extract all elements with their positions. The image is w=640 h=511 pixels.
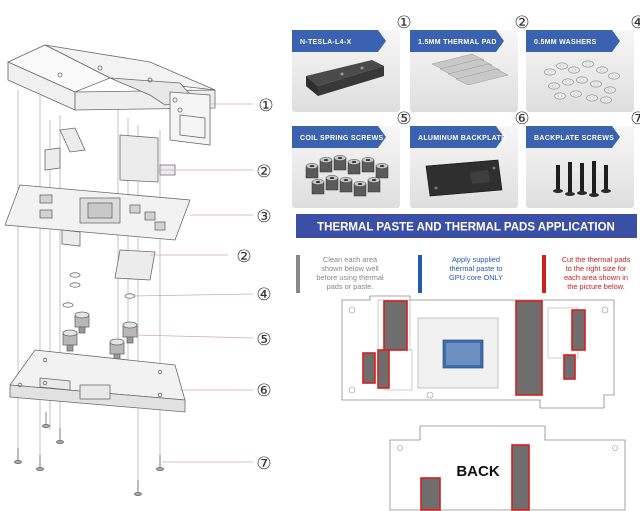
part-label-bg [526, 126, 620, 148]
instruction-text-line: thermal paste to [450, 264, 503, 273]
part-illustration [431, 53, 509, 86]
part-illustration [553, 161, 611, 197]
thermal-pad-area [515, 300, 543, 396]
part-number: ⑦ [630, 109, 640, 129]
backplate-screws-drawing [14, 412, 164, 496]
front-pcb-diagram [341, 295, 615, 409]
part-label: N-TESLA-L4-X [300, 39, 351, 46]
instruction-text-line: to the right size for [566, 264, 627, 273]
instruction-text-line: GPU core ONLY [449, 273, 503, 282]
part-card: N-TESLA-L4-X ① [292, 13, 412, 112]
part-label-bg [410, 126, 504, 148]
callout-number: ② [236, 247, 251, 267]
instruction-text-line: Cut the thermal pads [562, 255, 631, 264]
callout-number: ⑥ [256, 381, 271, 401]
back-pcb-outline [389, 425, 626, 511]
instruction-text-line: each area shown in [564, 273, 628, 282]
part-number: ④ [630, 13, 640, 33]
part-label-bg [410, 30, 504, 52]
part-number: ① [396, 13, 411, 33]
back-label: BACK [456, 463, 499, 480]
instruction-text-line: before using thermal [316, 273, 384, 282]
instruction-color-bar [542, 255, 546, 293]
callout-number: ① [258, 96, 273, 116]
instruction-color-bar [296, 255, 300, 293]
washers-drawing [62, 272, 136, 308]
back-thermal-pad-area [420, 477, 441, 511]
part-illustration [544, 60, 620, 104]
thermal-pad-area [377, 349, 390, 389]
gpu-core-highlight [446, 343, 480, 365]
thermal-pads-drawing [44, 127, 176, 183]
spring-screws-drawing [62, 311, 138, 361]
part-illustration [425, 159, 503, 197]
part-number: ⑥ [514, 109, 529, 129]
callout-number: ④ [256, 285, 271, 305]
part-label-bg [526, 30, 620, 52]
part-label-bg [292, 30, 386, 52]
part-label-bg [292, 126, 386, 148]
part-card: 0.5MM WASHERS ④ [526, 13, 640, 112]
part-card: COIL SPRING SCREWS ⑤ [292, 109, 412, 208]
part-card: 1.5MM THERMAL PAD ② [410, 13, 530, 112]
callout-number: ⑤ [256, 330, 271, 350]
water-block-drawing [7, 44, 216, 146]
back-pcb-diagram: BACK [389, 425, 626, 511]
backplate-drawing [9, 349, 186, 413]
part-label: BACKPLATE SCREWS [534, 135, 614, 142]
instruction-text-line: Apply supplied [452, 255, 500, 264]
part-card: ALUMINUM BACKPLATE ⑥ [410, 109, 530, 208]
part-label: COIL SPRING SCREWS [300, 135, 383, 142]
part-number: ② [514, 13, 529, 33]
thermal-pad-area [563, 354, 576, 380]
thermal-pad-area [362, 352, 376, 384]
callout-number: ② [256, 162, 271, 182]
back-thermal-pad-area [511, 444, 530, 511]
part-number: ⑤ [396, 109, 411, 129]
instruction-text-line: the picture below. [567, 282, 625, 291]
pcb-drawing [4, 184, 191, 241]
section-header: THERMAL PASTE AND THERMAL PADS APPLICATI… [296, 214, 637, 238]
instruction-text-line: Clean each area [323, 255, 378, 264]
thermal-pad-area [383, 300, 408, 351]
thermal-pad-area [571, 309, 586, 351]
part-label: 0.5MM WASHERS [534, 39, 597, 46]
part-illustration [306, 60, 384, 96]
exploded-view-drawing [4, 44, 254, 496]
back-thermal-pads-drawing [61, 229, 156, 281]
part-label: 1.5MM THERMAL PAD [418, 39, 497, 46]
instruction-text-line: pads or paste. [327, 282, 374, 291]
section-title: THERMAL PASTE AND THERMAL PADS APPLICATI… [317, 222, 615, 234]
part-label: ALUMINUM BACKPLATE [418, 135, 506, 142]
part-illustration [305, 155, 389, 197]
instruction-text-line: shown below well [321, 264, 379, 273]
callout-number: ③ [256, 207, 271, 227]
part-card: BACKPLATE SCREWS ⑦ [526, 109, 640, 208]
section-header-bar [296, 214, 637, 238]
instruction-color-bar [418, 255, 422, 293]
callout-number: ⑦ [256, 454, 271, 474]
